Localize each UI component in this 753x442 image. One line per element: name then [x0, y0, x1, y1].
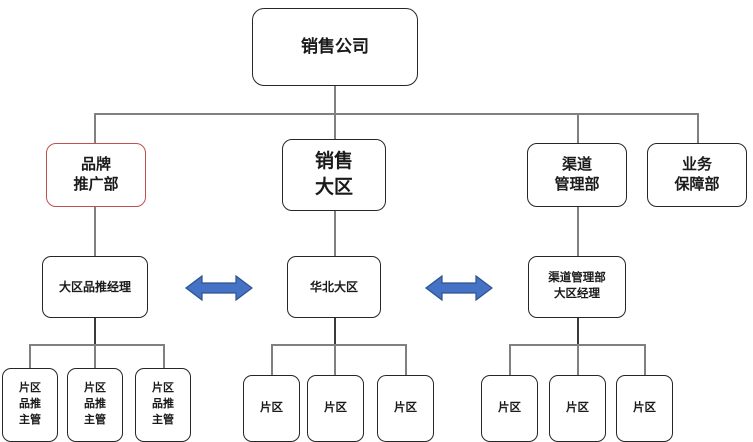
node-dept-sales-region[interactable]: 销售 大区: [282, 139, 386, 211]
leaf-left-3[interactable]: 片区 品推 主管: [135, 368, 191, 442]
leaf-middle-1[interactable]: 片区: [243, 375, 300, 442]
connector-channel-to-mgr: [577, 207, 579, 256]
leaf-left-2-line3: 主管: [84, 413, 106, 426]
leaf-right-3-label: 片区: [633, 401, 656, 414]
leaf-middle-1-label: 片区: [260, 401, 283, 414]
connector-middle-3: [405, 344, 407, 376]
node-mgr-brand-label: 大区品推经理: [58, 279, 131, 294]
node-dept-channel-line2: 管理部: [554, 176, 600, 193]
leaf-right-2[interactable]: 片区: [549, 375, 606, 442]
connector-level1-bar: [95, 113, 699, 115]
node-dept-sales-line1: 销售: [314, 151, 353, 173]
double-arrow-left: [185, 274, 253, 302]
connector-left-1: [29, 344, 31, 369]
leaf-right-3[interactable]: 片区: [616, 375, 673, 442]
leaf-middle-3-label: 片区: [394, 401, 417, 414]
connector-middle-bar: [271, 344, 407, 346]
double-arrow-right: [425, 274, 493, 302]
connector-right-2: [577, 344, 579, 376]
node-mgr-channel[interactable]: 渠道管理部 大区经理: [528, 256, 626, 318]
connector-region-down: [334, 318, 336, 345]
node-root[interactable]: 销售公司: [252, 8, 418, 86]
leaf-left-1-line3: 主管: [19, 413, 41, 426]
connector-to-channel: [577, 113, 579, 143]
leaf-right-2-label: 片区: [566, 401, 589, 414]
leaf-middle-3[interactable]: 片区: [377, 375, 434, 442]
connector-brand-to-mgr: [94, 207, 96, 256]
node-dept-support[interactable]: 业务 保障部: [647, 143, 747, 207]
leaf-middle-2-label: 片区: [324, 401, 347, 414]
connector-middle-1: [271, 344, 273, 376]
connector-to-brand: [94, 113, 96, 143]
node-mgr-region-label: 华北大区: [309, 279, 358, 294]
leaf-left-2-line2: 品推: [84, 398, 106, 411]
node-dept-sales-line2: 大区: [314, 177, 353, 198]
connector-left-bar: [29, 344, 165, 346]
node-mgr-channel-line1: 渠道管理部: [548, 272, 606, 285]
node-dept-support-line2: 保障部: [674, 176, 720, 193]
leaf-left-1-line1: 片区: [19, 382, 41, 395]
leaf-right-1[interactable]: 片区: [481, 375, 538, 442]
leaf-right-1-label: 片区: [498, 401, 521, 414]
connector-middle-2: [334, 344, 336, 376]
leaf-left-3-line1: 片区: [152, 382, 174, 395]
node-dept-brand-line1: 品牌: [80, 155, 111, 173]
leaf-left-1[interactable]: 片区 品推 主管: [2, 368, 58, 442]
connector-right-1: [509, 344, 511, 376]
leaf-left-3-line2: 品推: [152, 398, 174, 411]
org-chart-canvas: 销售公司 品牌 推广部 销售 大区 渠道 管理部 业务 保障部 大区品推经理 华…: [2, 8, 747, 442]
leaf-left-3-line3: 主管: [152, 413, 174, 426]
connector-root-down: [334, 86, 336, 114]
leaf-left-2[interactable]: 片区 品推 主管: [67, 368, 123, 442]
node-mgr-brand[interactable]: 大区品推经理: [42, 256, 148, 318]
node-mgr-region[interactable]: 华北大区: [287, 256, 381, 318]
node-dept-channel-line1: 渠道: [561, 155, 592, 173]
node-root-label: 销售公司: [301, 36, 369, 56]
connector-channelmgr-down: [577, 318, 579, 345]
leaf-left-2-line1: 片区: [84, 382, 106, 395]
connector-to-support: [697, 113, 699, 143]
connector-left-3: [163, 344, 165, 369]
connector-left-2: [94, 344, 96, 369]
connector-right-3: [644, 344, 646, 376]
leaf-left-1-line2: 品推: [19, 398, 41, 411]
node-dept-brand[interactable]: 品牌 推广部: [46, 143, 146, 207]
connector-to-sales: [334, 113, 336, 139]
node-mgr-channel-line2: 大区经理: [554, 288, 600, 300]
node-dept-channel[interactable]: 渠道 管理部: [527, 143, 627, 207]
node-dept-support-line1: 业务: [681, 155, 712, 173]
node-dept-brand-line2: 推广部: [73, 176, 119, 193]
connector-sales-to-region: [334, 211, 336, 256]
connector-brandmgr-down: [94, 318, 96, 345]
